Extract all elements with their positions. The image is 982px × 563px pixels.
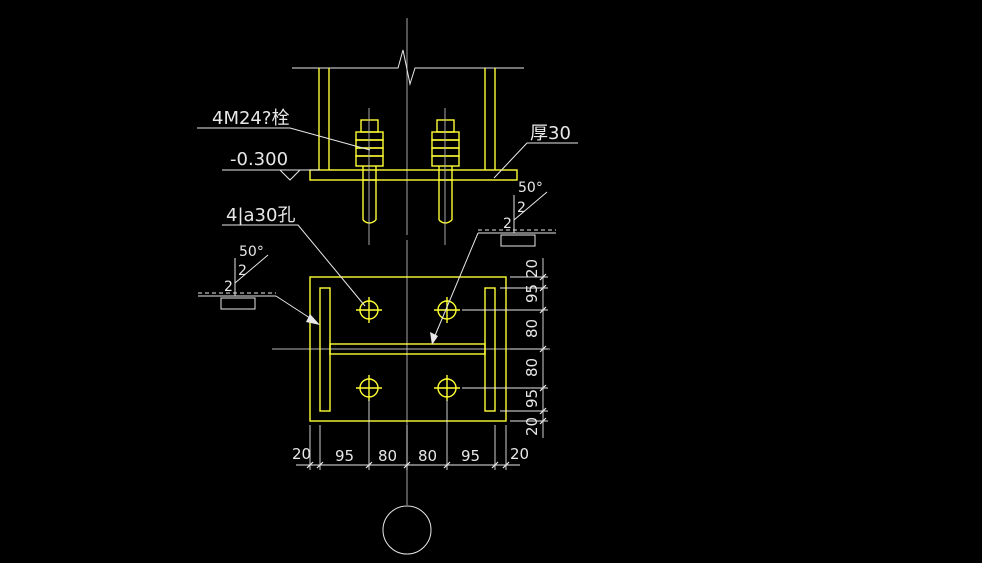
- elevation-view: 4M24?栓 -0.300 厚30: [197, 18, 578, 245]
- anchor-bolt-right: [431, 108, 460, 245]
- weld-arrow-right: [430, 332, 438, 345]
- dim-v-3: 80: [523, 358, 541, 377]
- bolt-hole-top-right: [434, 297, 460, 323]
- svg-text:2: 2: [224, 279, 233, 295]
- weld-arrow-left: [306, 314, 320, 325]
- plan-view: 4|a30孔 50° 2 2 50° 2 2: [198, 180, 556, 555]
- svg-text:50°: 50°: [239, 244, 264, 260]
- thickness-label: 厚30: [530, 123, 571, 144]
- weld-symbol-left: 50° 2 2: [198, 244, 320, 325]
- flange-left: [319, 287, 331, 412]
- base-plate-section: [309, 169, 518, 181]
- elevation-triangle: [279, 169, 301, 181]
- dim-h-5: 20: [510, 445, 529, 463]
- web: [329, 343, 486, 355]
- dim-h-0: 20: [292, 445, 311, 463]
- dim-v-5: 20: [523, 417, 541, 436]
- hole-leader: [222, 224, 366, 307]
- break-line: [292, 49, 524, 86]
- svg-text:2: 2: [503, 216, 512, 232]
- column-flanges: [318, 68, 496, 170]
- dim-h-1: 95: [335, 447, 354, 465]
- dim-h-4: 95: [461, 447, 480, 465]
- thickness-leader: [493, 142, 578, 179]
- dim-h-2: 80: [378, 447, 397, 465]
- bolt-hole-bottom-left: [356, 375, 382, 401]
- svg-text:2: 2: [517, 200, 526, 216]
- bolt-hole-bottom-right: [434, 375, 460, 401]
- elevation-label: -0.300: [230, 149, 288, 170]
- axis-bubble: [382, 505, 432, 555]
- dimension-vertical: 20 95 80 80 95 20: [462, 258, 548, 438]
- anchor-bolt-left: [355, 108, 384, 245]
- hole-label: 4|a30孔: [226, 205, 295, 226]
- weld-symbol-right: 50° 2 2: [430, 180, 556, 345]
- svg-text:2: 2: [238, 263, 247, 279]
- dim-v-4: 95: [523, 389, 541, 408]
- bolt-leader: [197, 127, 371, 151]
- dim-h-3: 80: [418, 447, 437, 465]
- flange-right: [484, 287, 496, 412]
- svg-text:50°: 50°: [518, 180, 543, 196]
- dim-v-0: 20: [523, 259, 541, 278]
- dimension-horizontal: 20 95 80 80 95 20: [292, 400, 529, 470]
- dim-v-2: 80: [523, 319, 541, 338]
- bolt-label: 4M24?栓: [212, 108, 289, 129]
- bolt-hole-top-left: [356, 297, 382, 323]
- dim-v-1: 95: [523, 284, 541, 303]
- base-plate: [309, 276, 507, 422]
